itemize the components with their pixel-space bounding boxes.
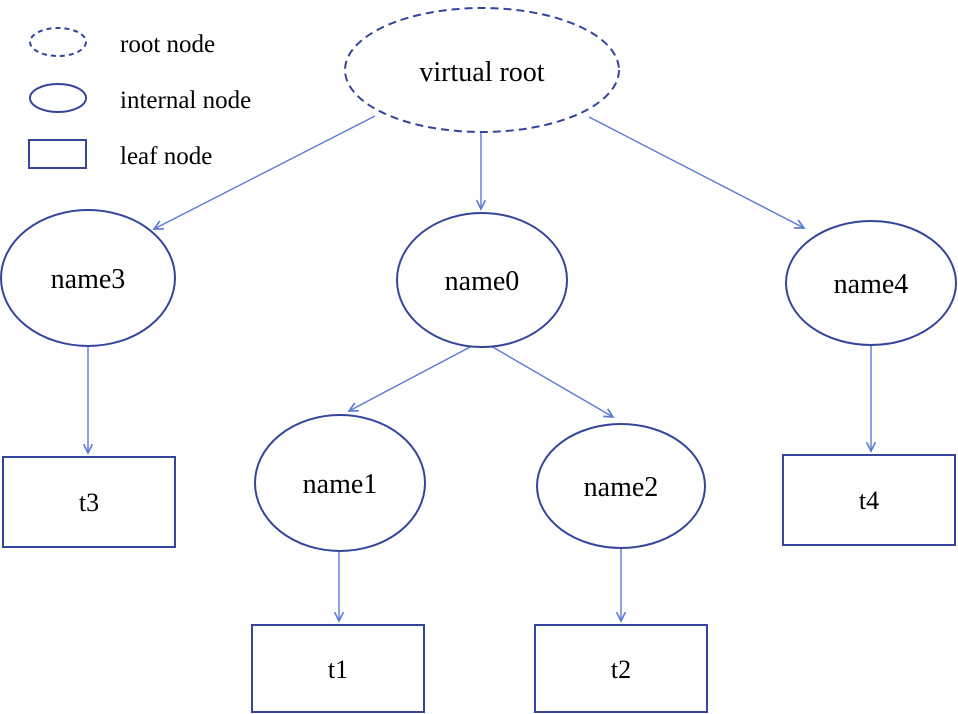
legend-internal-node-label: internal node — [120, 87, 251, 114]
t3-label: t3 — [79, 488, 99, 517]
t1-rect — [251, 624, 425, 713]
legend-root-node-icon — [29, 27, 87, 57]
legend-leaf-node-label: leaf node — [120, 143, 212, 170]
node-name4: name4 — [785, 220, 957, 346]
edge-virtualroot-name3 — [152, 115, 376, 230]
name0-label: name0 — [445, 266, 520, 297]
name2-ellipse — [536, 423, 706, 549]
legend-leaf-node-icon — [28, 139, 87, 169]
t1-label: t1 — [328, 655, 348, 684]
legend-internal-node-icon — [29, 83, 87, 113]
t4-label: t4 — [859, 486, 879, 515]
t4-rect — [782, 454, 956, 546]
name1-ellipse — [254, 414, 426, 552]
node-name2: name2 — [536, 423, 706, 549]
name4-ellipse — [785, 220, 957, 346]
name3-label: name3 — [51, 264, 126, 295]
node-t2: t2 — [534, 624, 708, 713]
virtual-root-label: virtual root — [419, 57, 544, 88]
name0-ellipse — [396, 212, 568, 348]
node-name3: name3 — [0, 209, 176, 347]
edges — [82, 115, 877, 623]
virtual-root-ellipse — [344, 7, 620, 133]
edge-virtualroot-name4 — [588, 116, 806, 229]
name3-ellipse — [0, 209, 176, 347]
t2-rect — [534, 624, 708, 713]
edge-name0-name1 — [347, 345, 473, 412]
node-t3: t3 — [2, 456, 176, 548]
node-name0: name0 — [396, 212, 568, 348]
node-name1: name1 — [254, 414, 426, 552]
edge-name0-name2 — [490, 345, 615, 418]
name2-label: name2 — [584, 472, 659, 503]
legend: root node internal node leaf node — [28, 27, 251, 170]
name1-label: name1 — [303, 469, 378, 500]
name4-label: name4 — [834, 269, 909, 300]
node-t1: t1 — [251, 624, 425, 713]
t2-label: t2 — [611, 655, 631, 684]
t3-rect — [2, 456, 176, 548]
node-t4: t4 — [782, 454, 956, 546]
node-virtual-root: virtual root — [344, 7, 620, 133]
legend-root-node-label: root node — [120, 31, 215, 58]
